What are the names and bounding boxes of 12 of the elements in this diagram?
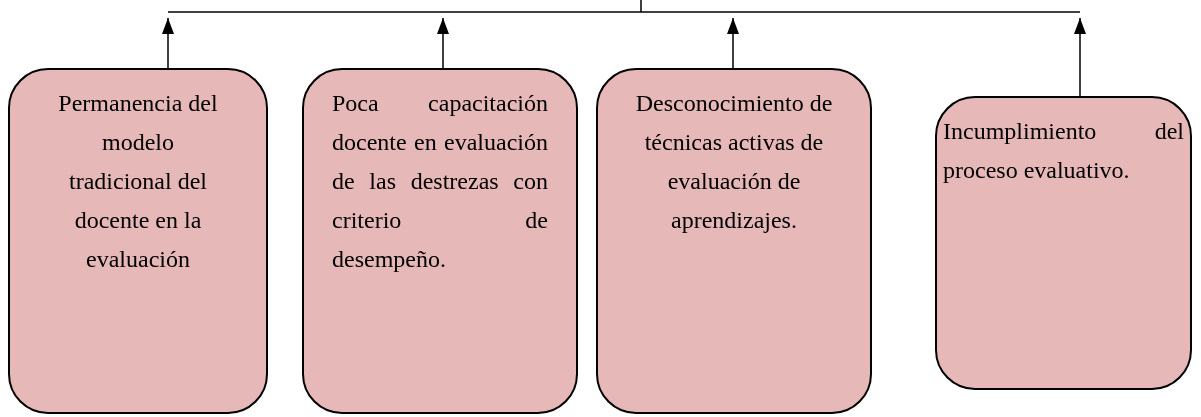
cause-box <box>596 68 872 414</box>
arrow <box>727 17 739 69</box>
arrow <box>162 17 174 69</box>
box-text: Poca capacitación docente en evaluación de las destrezas con criterio de desempeño. <box>332 89 548 274</box>
arrow <box>1074 17 1086 97</box>
box-text: Desconocimiento de técnicas activas de evaluación de aprendizajes. <box>634 89 834 235</box>
cause-box <box>935 96 1192 390</box>
box-text: Incumplimiento del proceso evaluativo. <box>943 117 1184 185</box>
box-text: Permanencia del modelo tradicional del docente en la evaluación <box>57 89 219 274</box>
arrow <box>437 17 449 69</box>
cause-box <box>8 68 268 414</box>
cause-box <box>302 68 578 414</box>
